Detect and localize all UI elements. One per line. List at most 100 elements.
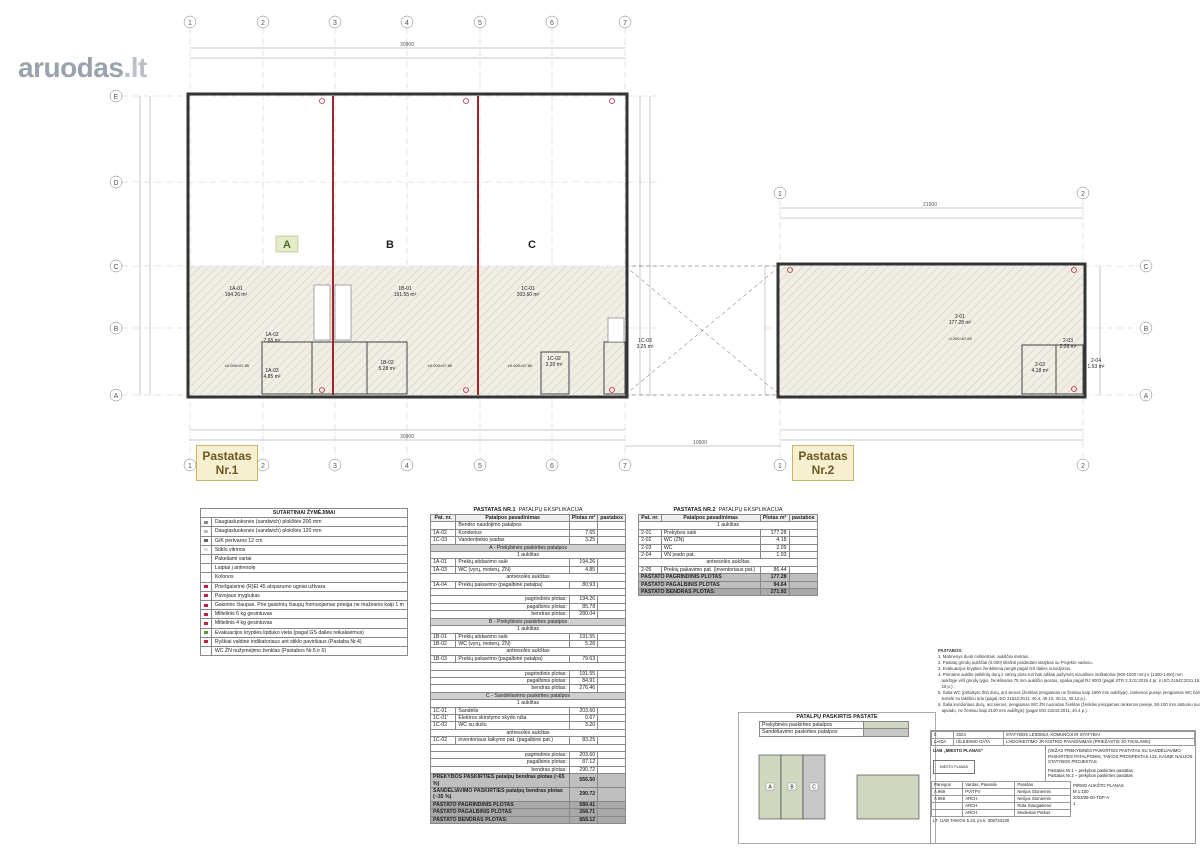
room-id: 1A-03 <box>265 368 279 374</box>
legend-symbol <box>200 526 212 537</box>
legend-text: Stiklo vitrinos <box>210 544 409 556</box>
table-cell: 1A-02 <box>429 528 457 538</box>
axis-label: 2 <box>1081 191 1085 198</box>
table-cell <box>429 521 457 530</box>
table-cell: 2-03 <box>638 543 662 553</box>
table-sum-label: pagalbinis plotas: <box>430 758 570 767</box>
legend-text: Daugiasluoksnės (sandwich) plokštės 120 … <box>210 526 409 537</box>
legend-symbol <box>200 646 212 657</box>
axis-label: C <box>1143 264 1148 271</box>
legend-symbol <box>200 609 212 620</box>
table-cell <box>597 521 626 530</box>
room-id: 1B-02 <box>380 360 394 366</box>
legend-text: Priešgaisrinė (R)EI 45 atsparumo ugniai … <box>210 581 409 592</box>
table-cell: Prekių pakavimo (pagalbinė patalpa) <box>455 654 570 664</box>
table-section: B - Prekybinės paskirties patalpos <box>430 617 626 627</box>
table-cell <box>597 639 626 649</box>
table-cell: 5.28 <box>568 639 599 649</box>
table-cell <box>597 536 626 545</box>
room-area: 203.60 m² <box>517 292 540 298</box>
table-sum-value: 191.55 <box>568 669 599 678</box>
table-header: pastabos <box>597 513 626 523</box>
table-sum-value: 87.12 <box>568 758 599 767</box>
table-cell: 2-05 <box>638 565 662 575</box>
room-area: 191.55 m² <box>394 292 417 298</box>
document-code: 2023/08-00-TDP-A <box>1073 794 1110 800</box>
company-address: UAB TAIKOS 5.22, įm.k. 305733130 <box>940 817 1010 823</box>
table-cell: 1A-03 <box>429 565 457 575</box>
table-row: 1 aukštas <box>430 625 626 634</box>
notes-block: PASTABOS: 1. Matmenys duoti milimetrais,… <box>938 648 1200 713</box>
explication-table-building2: PASTATAS NR.2 PATALPŲ EKSPLIKACIJA Pat. … <box>638 506 819 597</box>
table-cell <box>597 565 626 575</box>
legend-symbol <box>200 627 212 638</box>
axis-label: A <box>1144 393 1149 400</box>
note-line: 18 p.). <box>938 684 954 689</box>
table-header: Plotas m² <box>759 513 790 523</box>
dim-total-b1: 30900 <box>400 42 414 48</box>
table-cell: 1B-02 <box>429 639 457 649</box>
scale: 1:100 <box>1077 788 1089 794</box>
block-label: A <box>768 784 772 790</box>
axis-label: 7 <box>623 463 627 470</box>
legend-table: SUTARTINIAI ŽYMĖJIMAI Daugiasluoksnės (s… <box>200 507 409 657</box>
legend-row: Kolonos <box>200 572 409 583</box>
table-cell: 203.60 <box>568 706 599 715</box>
room-id: 2-01 <box>955 314 965 320</box>
room-area: 7.65 m² <box>264 338 281 344</box>
floor-plan-drawing: 1 2 3 4 5 6 7 1 2 3 4 5 6 7 E D C B A 1 … <box>109 15 1153 472</box>
legend-row: Pakeliami vartai <box>200 554 409 565</box>
table-cell: Prekybos salė <box>660 528 761 538</box>
table-cell: 1.93 <box>759 551 790 560</box>
legend-symbol <box>200 618 212 629</box>
table-sum-label: pagrindinis plotas: <box>430 595 570 604</box>
axis-label: 3 <box>333 20 337 27</box>
sheet-number: 1 <box>1073 800 1076 806</box>
legend-text: Kolonos <box>210 572 409 583</box>
table-sum-label: pagalbinis plotas: <box>430 676 570 686</box>
block-building2 <box>856 774 920 820</box>
axis-label: 6 <box>550 463 554 470</box>
legend-symbol <box>200 600 212 611</box>
legend-text: Laiptai į antresolę <box>210 563 409 574</box>
note-line: 4. Pirmame aukšte įstiklintų durų ir vit… <box>938 672 1183 677</box>
table-row: 1 aukštas <box>430 551 626 560</box>
room-id: 1A-01 <box>229 286 243 292</box>
table-cell <box>597 713 626 723</box>
table-sum-label: pagrindinis plotas: <box>430 750 570 760</box>
axis-label: 2 <box>261 20 265 27</box>
axis-label: A <box>114 393 119 400</box>
table-cell: Vandentiekio įvadas <box>455 536 570 545</box>
note-line: aukštyje virš grindų lygio, ženklinama 7… <box>938 678 1200 683</box>
legend-symbol <box>200 572 212 583</box>
axis-label: 1 <box>778 191 782 198</box>
table-cell <box>788 536 819 545</box>
table-cell: 1A-04 <box>429 580 457 590</box>
table-row <box>430 662 626 671</box>
dim-total-b2: 21500 <box>923 202 937 208</box>
table-row: antresolės aukštas <box>430 573 626 582</box>
table-cell: 2-04 <box>638 551 662 560</box>
table-cell: 177.28 <box>759 528 790 538</box>
note-line: 1. Matmenys duoti milimetrais, aukščiai … <box>938 654 1030 659</box>
table-cell: Prekių atidavimo salė <box>455 632 570 641</box>
axis-label: 6 <box>550 20 554 27</box>
table-row: C - Sandėliavimo paskirties patalpos <box>430 691 626 701</box>
table-cell: 4.18 <box>759 536 790 545</box>
table-cell: WC <box>660 543 761 553</box>
legend-text: Pakeliami vartai <box>210 554 409 565</box>
room-id: 1C-02 <box>547 356 561 362</box>
legend-symbol <box>200 563 212 574</box>
legend-text: Miltelinis 6 kg gesintuvas <box>210 609 409 620</box>
legend-symbol <box>200 590 212 602</box>
table-row <box>430 743 626 753</box>
table-cell <box>788 528 819 538</box>
table-row: 1 aukštas <box>638 521 818 530</box>
room-area: 4.18 m² <box>1032 368 1049 374</box>
table-cell <box>597 580 626 590</box>
